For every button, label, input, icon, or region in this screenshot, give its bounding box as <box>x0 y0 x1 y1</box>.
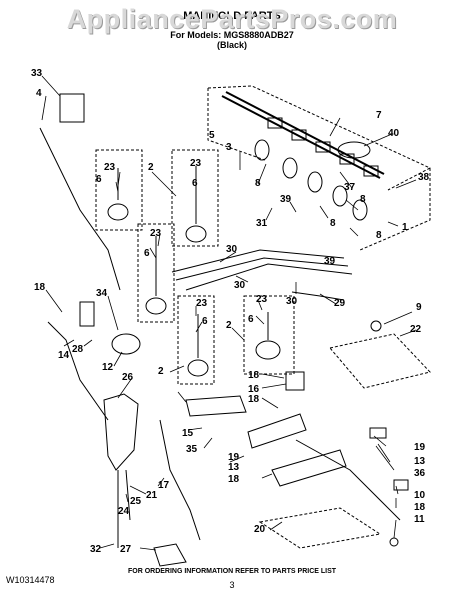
callout-label: 8 <box>255 178 261 189</box>
callout-label: 18 <box>414 502 426 513</box>
callout-label: 31 <box>256 218 268 229</box>
callout-label: 13 <box>228 462 240 473</box>
watermark: AppliancePartsPros.com <box>66 4 398 34</box>
callout-label: 12 <box>102 362 114 373</box>
color-line: (Black) <box>216 40 247 50</box>
callout-label: 9 <box>416 302 422 313</box>
callout-label: 23 <box>256 294 268 305</box>
part-9 <box>370 320 382 332</box>
callout-label: 38 <box>418 172 430 183</box>
burner-15 <box>185 395 247 417</box>
bracket-16 <box>285 371 305 391</box>
callout-label: 39 <box>280 194 292 205</box>
callout-label: 30 <box>226 244 238 255</box>
callout-label: 18 <box>248 370 260 381</box>
burner-tubes <box>171 249 353 301</box>
callout-label: 22 <box>410 324 422 335</box>
callout-label: 6 <box>192 178 198 189</box>
callout-label: 5 <box>209 130 215 141</box>
page-title: MANIFOLD PARTS <box>183 10 281 22</box>
plate-20 <box>258 507 382 549</box>
callout-label: 27 <box>120 544 132 555</box>
callout-label: 1 <box>402 222 408 233</box>
callout-label: 7 <box>376 110 382 121</box>
model-subtitle: For Models: MGS8880ADB27 (Black) <box>0 30 464 50</box>
callout-label: 4 <box>36 88 42 99</box>
page-number: 3 <box>229 580 235 590</box>
callout-label: 24 <box>118 506 130 517</box>
tube-4 <box>39 127 121 291</box>
callout-label: 6 <box>202 316 208 327</box>
part-11 <box>389 537 399 547</box>
callout-label: 19 <box>414 442 426 453</box>
callout-label: 39 <box>324 256 336 267</box>
callout-label: 30 <box>286 296 298 307</box>
leader-lines <box>41 75 417 551</box>
callout-label: 8 <box>376 230 382 241</box>
assembly-boxes <box>95 149 295 385</box>
callout-labels: 33 4 7 5 40 3 2 23 6 23 6 8 37 38 8 39 3… <box>31 68 430 555</box>
tube-17 <box>159 419 201 541</box>
callout-label: 35 <box>186 444 198 455</box>
callout-label: 29 <box>334 298 346 309</box>
callout-label: 26 <box>122 372 134 383</box>
knob-disc <box>337 141 371 159</box>
manifold-frame <box>207 85 431 251</box>
callout-label: 2 <box>158 366 164 377</box>
long-tube <box>295 439 401 521</box>
callout-label: 18 <box>248 394 260 405</box>
callout-label: 3 <box>226 142 232 153</box>
part-10 <box>393 479 409 491</box>
callout-label: 18 <box>34 282 46 293</box>
manifold-valves <box>254 117 379 221</box>
callout-label: 17 <box>158 480 170 491</box>
bracket-28 <box>79 301 95 327</box>
callout-label: 11 <box>414 514 425 525</box>
callout-label: 18 <box>228 474 240 485</box>
manifold-tube <box>221 91 385 179</box>
callout-label: 8 <box>330 218 336 229</box>
callout-label: 16 <box>248 384 260 395</box>
callout-label: 6 <box>248 314 254 325</box>
callout-label: 2 <box>148 162 154 173</box>
bracket-33 <box>59 93 85 123</box>
callout-label: 23 <box>150 228 162 239</box>
burner-13 <box>271 449 347 487</box>
plate-22 <box>329 333 431 389</box>
callout-label: 28 <box>72 344 84 355</box>
callout-label: 40 <box>388 128 400 139</box>
callout-label: 15 <box>182 428 194 439</box>
regulator <box>111 333 141 355</box>
callout-label: 32 <box>90 544 102 555</box>
callout-label: 33 <box>31 68 43 79</box>
callout-label: 37 <box>344 182 356 193</box>
callout-label: 36 <box>414 468 426 479</box>
document-code: W10314478 <box>6 575 55 585</box>
callout-label: 19 <box>228 452 240 463</box>
valve-assemblies <box>107 166 281 377</box>
callout-label: 13 <box>414 456 426 467</box>
callout-label: 6 <box>144 248 150 259</box>
callout-label: 8 <box>360 194 366 205</box>
model-line: For Models: MGS8880ADB27 <box>170 30 294 40</box>
callout-label: 14 <box>58 350 70 361</box>
callout-label: 23 <box>190 158 202 169</box>
igniter-assembly <box>103 393 139 548</box>
callout-label: 30 <box>234 280 246 291</box>
callout-label: 2 <box>226 320 232 331</box>
part-36 <box>369 427 387 439</box>
ordering-info: FOR ORDERING INFORMATION REFER TO PARTS … <box>127 568 337 575</box>
callout-label: 21 <box>146 490 158 501</box>
callout-label: 6 <box>96 174 102 185</box>
callout-label: 20 <box>254 524 266 535</box>
callout-label: 23 <box>104 162 116 173</box>
callout-label: 23 <box>196 298 208 309</box>
tube-14 <box>47 321 109 421</box>
callout-label: 25 <box>130 496 142 507</box>
callout-label: 10 <box>414 490 426 501</box>
bracket-27 <box>153 543 187 567</box>
burner-19 <box>247 413 307 449</box>
callout-label: 34 <box>96 288 108 299</box>
